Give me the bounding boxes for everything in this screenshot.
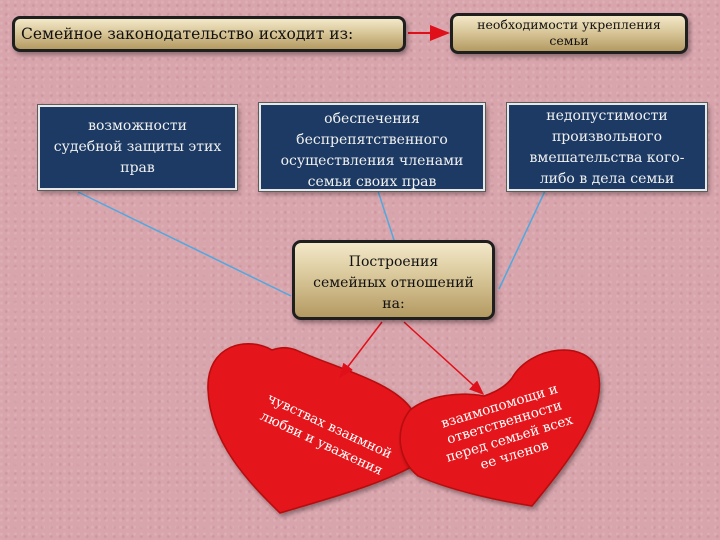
family-relations-basis-line2: семейных отношений bbox=[313, 275, 474, 291]
connector-court bbox=[77, 191, 292, 297]
strengthen-family-box: необходимости укрепления семьи bbox=[450, 13, 688, 54]
free-exercise-line1: обеспечения bbox=[324, 111, 420, 127]
court-protection-box: возможности судебной защиты этих прав bbox=[37, 104, 238, 191]
non-interference-line3: вмешательства кого- bbox=[529, 150, 685, 166]
arrow-center-to-right-heart bbox=[403, 321, 485, 396]
non-interference-line4: либо в дела семьи bbox=[539, 171, 675, 187]
connector-free bbox=[377, 190, 395, 241]
free-exercise-box: обеспечения беспрепятственного осуществл… bbox=[258, 102, 486, 192]
non-interference-line1: недопустимости bbox=[546, 108, 668, 124]
heart-left bbox=[207, 343, 434, 514]
strengthen-family-line1: необходимости укрепления bbox=[477, 17, 661, 32]
court-protection-line3: прав bbox=[120, 160, 155, 176]
non-interference-box: недопустимости произвольного вмешательст… bbox=[506, 102, 708, 192]
arrow-center-to-left-heart bbox=[339, 321, 383, 379]
family-law-premise-text: Семейное законодательство исходит из: bbox=[21, 25, 354, 43]
family-relations-basis-box: Построения семейных отношений на: bbox=[292, 240, 495, 320]
free-exercise-line4: семьи своих прав bbox=[307, 174, 437, 190]
connector-nonint bbox=[498, 190, 546, 290]
family-relations-basis-line3: на: bbox=[382, 296, 405, 312]
free-exercise-line2: беспрепятственного bbox=[296, 132, 448, 148]
court-protection-line1: возможности bbox=[88, 118, 187, 134]
family-relations-basis-line1: Построения bbox=[348, 254, 439, 270]
family-law-premise-box: Семейное законодательство исходит из: bbox=[12, 16, 406, 52]
non-interference-line2: произвольного bbox=[551, 129, 663, 145]
strengthen-family-line2: семьи bbox=[549, 33, 589, 48]
free-exercise-line3: осуществления членами bbox=[280, 153, 464, 169]
court-protection-line2: судебной защиты этих bbox=[53, 139, 222, 155]
